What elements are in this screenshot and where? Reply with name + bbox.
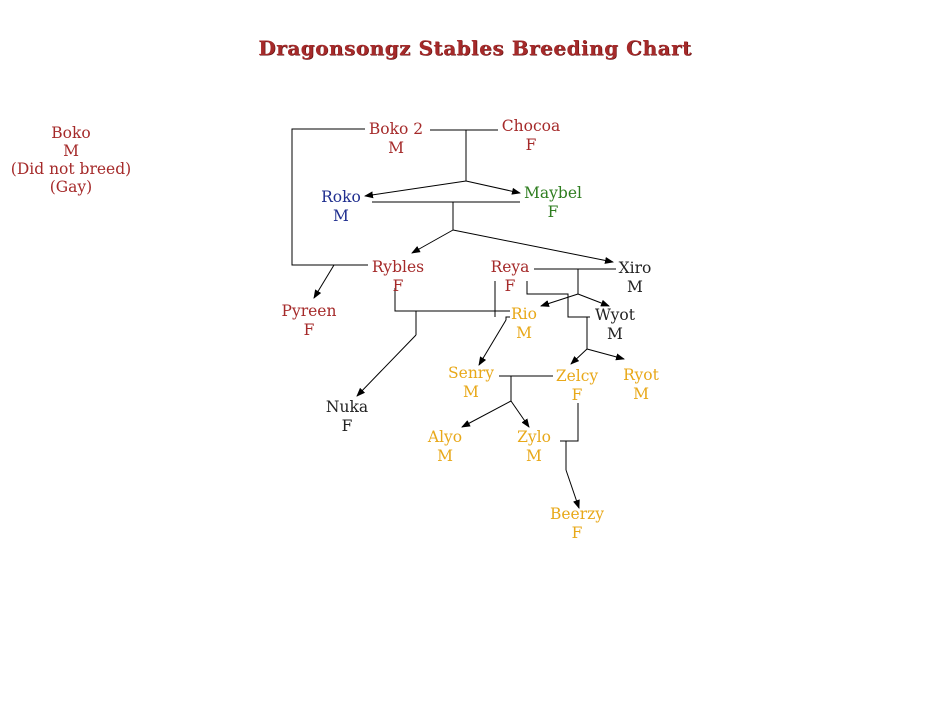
arrow-to-pyreen xyxy=(313,264,335,299)
arrow-to-rio xyxy=(540,293,579,307)
animal-sex: F xyxy=(303,320,315,339)
animal-name: Zelcy xyxy=(555,367,599,385)
animal-sex: M xyxy=(437,446,453,465)
animal-name: Chocoa xyxy=(501,117,561,135)
animal-sex: M xyxy=(526,446,542,465)
node-beerzy: Beerzy F xyxy=(550,505,604,542)
animal-name: Alyo xyxy=(427,428,463,446)
node-zelcy: Zelcy F xyxy=(556,367,598,404)
animal-sex: F xyxy=(571,385,583,404)
node-xiro: Xiro M xyxy=(619,259,652,296)
arrow-to-senry xyxy=(478,319,507,366)
arrow-to-zelcy xyxy=(570,348,588,365)
arrow-to-zylo xyxy=(510,400,530,428)
node-boko: Boko M (Did not breed) (Gay) xyxy=(11,124,131,196)
animal-sex: M xyxy=(607,324,623,343)
animal-name: Zylo xyxy=(517,428,551,446)
animal-sex: M xyxy=(627,277,643,296)
animal-sex: M xyxy=(388,138,404,157)
animal-name: Roko xyxy=(321,188,361,206)
arrow-to-maybel xyxy=(465,180,521,195)
node-rio: Rio M xyxy=(511,305,537,342)
animal-note: (Gay) xyxy=(49,178,93,196)
chart-title: Dragonsongz Stables Breeding Chart xyxy=(258,36,692,60)
animal-sex: M xyxy=(633,384,649,403)
node-nuka: Nuka F xyxy=(326,398,368,435)
arrow-to-xiro xyxy=(452,229,614,264)
animal-name: Wyot xyxy=(595,306,635,324)
arrow-to-ryot xyxy=(586,348,625,361)
arrow-to-alyo xyxy=(461,400,512,428)
animal-name: Boko xyxy=(51,124,91,142)
animal-name: Beerzy xyxy=(549,505,605,523)
node-alyo: Alyo M xyxy=(428,428,462,465)
animal-name: Maybel xyxy=(524,184,582,202)
pair-line-boko2-rybles xyxy=(291,128,368,266)
node-roko: Roko M xyxy=(321,188,361,225)
animal-sex: M xyxy=(463,382,479,401)
animal-sex: M xyxy=(63,142,79,160)
node-maybel: Maybel F xyxy=(524,184,582,221)
animal-name: Senry xyxy=(448,364,494,382)
node-senry: Senry M xyxy=(448,364,494,401)
node-reya: Reya F xyxy=(491,258,530,295)
animal-sex: F xyxy=(504,276,516,295)
animal-sex: M xyxy=(516,323,532,342)
animal-sex: F xyxy=(341,416,353,435)
arrow-to-wyot xyxy=(577,293,610,307)
link-line-rio-reya xyxy=(505,316,510,320)
node-boko2: Boko 2 M xyxy=(369,120,423,157)
animal-sex: F xyxy=(571,523,583,542)
arrow-to-beerzy xyxy=(565,469,580,509)
node-wyot: Wyot M xyxy=(595,306,635,343)
node-zylo: Zylo M xyxy=(517,428,551,465)
animal-sex: F xyxy=(547,202,559,221)
node-pyreen: Pyreen F xyxy=(282,302,337,339)
animal-name: Reya xyxy=(490,258,530,276)
animal-name: Xiro xyxy=(618,259,652,277)
pair-line-rybles-rio xyxy=(394,288,510,312)
node-chocoa: Chocoa F xyxy=(502,117,560,154)
node-rybles: Rybles F xyxy=(372,258,424,295)
animal-name: Rio xyxy=(511,305,537,323)
animal-name: Rybles xyxy=(371,258,425,276)
animal-name: Pyreen xyxy=(281,302,337,320)
pair-line-zelcy-zylo xyxy=(560,403,579,442)
node-ryot: Ryot M xyxy=(623,366,659,403)
animal-name: Nuka xyxy=(325,398,369,416)
animal-sex: M xyxy=(333,206,349,225)
pair-line-reya-wyot xyxy=(526,281,590,318)
arrow-to-rybles xyxy=(411,229,454,254)
animal-name: Boko 2 xyxy=(368,120,424,138)
animal-sex: F xyxy=(392,276,404,295)
arrow-to-nuka xyxy=(356,334,417,397)
animal-note: (Did not breed) xyxy=(10,160,132,178)
arrow-to-roko xyxy=(364,180,467,199)
animal-name: Ryot xyxy=(623,366,659,384)
animal-sex: F xyxy=(525,135,537,154)
